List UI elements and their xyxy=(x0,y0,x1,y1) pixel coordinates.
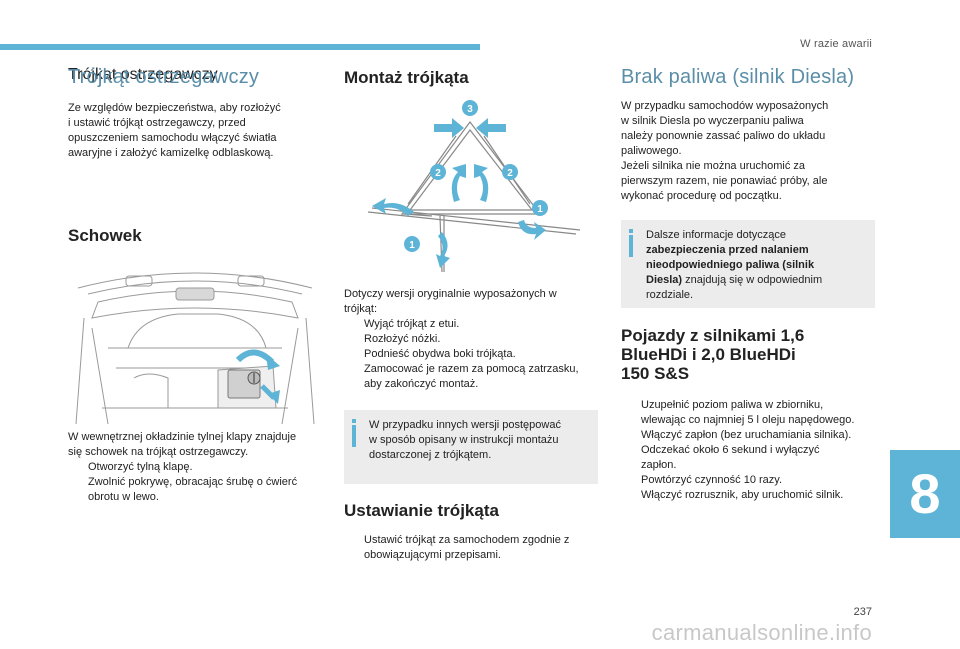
assembly-text: Dotyczy wersji oryginalnie wyposażonych … xyxy=(344,288,557,315)
assembly-info-box: W przypadku innych wersji postępować w s… xyxy=(344,410,598,484)
fuel-text: W przypadku samochodów wyposażonych w si… xyxy=(621,100,829,202)
info-icon xyxy=(352,419,356,447)
list-item: Uzupełnić poziom paliwa w zbiorniku,wlew… xyxy=(641,399,855,426)
warning-triangle-title: Trójkąt ostrzegawczy xyxy=(68,66,260,88)
watermark: carmanualsonline.info xyxy=(651,620,872,645)
list-item: Rozłożyć nóżki. xyxy=(364,333,441,345)
chapter-number-tab: 8 xyxy=(890,450,960,538)
list-item: Zwolnić pokrywę, obracając śrubę o ćwier… xyxy=(88,476,298,503)
list-item: Podnieść obydwa boki trójkąta. xyxy=(364,348,516,360)
list-item: Zamocować je razem za pomocą zatrzasku,a… xyxy=(364,363,579,390)
storage-text: W wewnętrznej okładzinie tylnej klapy zn… xyxy=(68,431,297,458)
step-3-label: 3 xyxy=(467,104,473,115)
list-item: Włączyć zapłon (bez uruchamiania silnika… xyxy=(641,429,852,441)
fuel-info-box: Dalsze informacje dotyczące zabezpieczen… xyxy=(621,220,875,308)
warning-triangle-intro: Ze względów bezpieczeństwa, aby rozłożyć… xyxy=(68,102,281,159)
step-2-left-label: 2 xyxy=(435,168,441,179)
top-accent-bar xyxy=(0,44,480,50)
list-item: Otworzyć tylną klapę. xyxy=(88,461,193,473)
section-label: W razie awarii xyxy=(800,38,872,50)
step-1-right-label: 1 xyxy=(537,204,543,215)
trunk-storage-illustration xyxy=(68,258,322,424)
list-item: Powtórzyć czynność 10 razy. xyxy=(641,474,783,486)
list-item: Włączyć rozrusznik, aby uruchomić silnik… xyxy=(641,489,844,501)
step-2-right-label: 2 xyxy=(507,168,513,179)
info-icon xyxy=(629,229,633,257)
col1-title: Trójkąt ostrzegawczy xyxy=(68,66,218,83)
page-number: 237 xyxy=(853,606,872,618)
engines-subtitle: Pojazdy z silnikami 1,6 BlueHDi i 2,0 Bl… xyxy=(621,326,805,383)
storage-steps: Otworzyć tylną klapę. Zwolnić pokrywę, o… xyxy=(68,460,328,505)
storage-subtitle: Schowek xyxy=(68,226,142,245)
placement-title: Ustawianie trójkąta xyxy=(344,501,499,520)
assembly-steps: Wyjąć trójkąt z etui. Rozłożyć nóżki. Po… xyxy=(344,317,604,392)
assembly-title: Montaż trójkąta xyxy=(344,68,469,87)
list-item: Wyjąć trójkąt z etui. xyxy=(364,318,460,330)
engines-steps: Uzupełnić poziom paliwa w zbiorniku,wlew… xyxy=(621,398,883,503)
step-1-left-label: 1 xyxy=(409,240,415,251)
triangle-assembly-diagram: 3 2 2 1 1 xyxy=(344,96,598,272)
fuel-title: Brak paliwa (silnik Diesla) xyxy=(621,66,855,88)
